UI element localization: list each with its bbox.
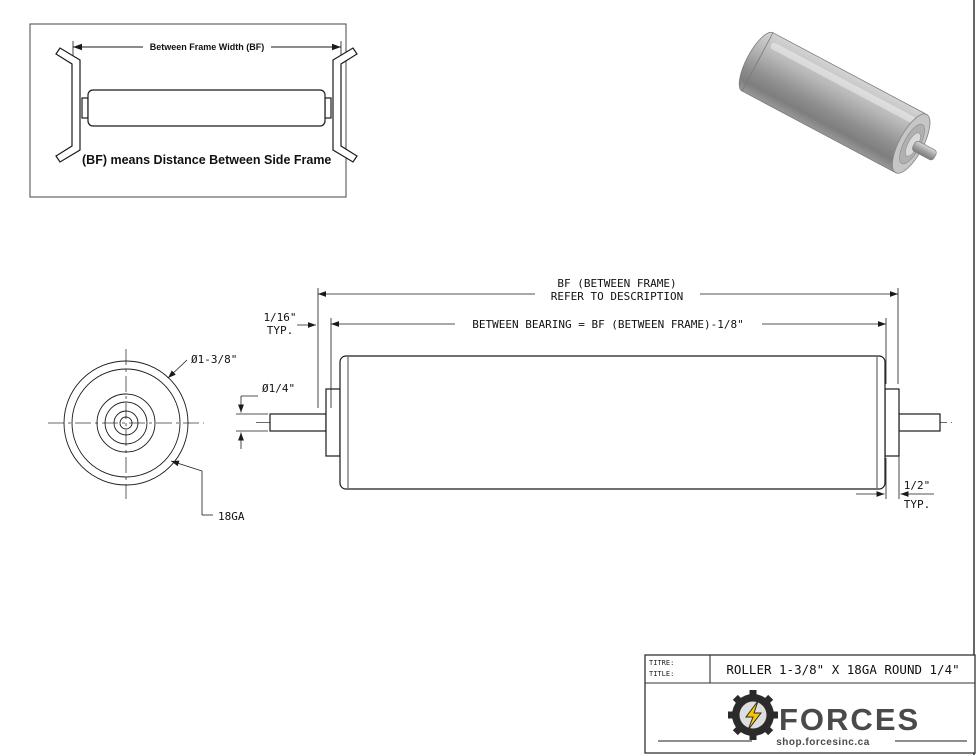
- legend-caption: (BF) means Distance Between Side Frame: [82, 153, 331, 167]
- title-block-border: [644, 654, 976, 754]
- right-bearing-cap: [884, 388, 900, 457]
- gear-icon: [728, 690, 778, 740]
- gauge-leader: [170, 460, 203, 515]
- left-shaft: [269, 413, 327, 432]
- shaft-dia-label: Ø1/4": [262, 382, 295, 395]
- end-view-bearing-housing: [96, 393, 156, 453]
- title-block: TITRE: TITLE: ROLLER 1-3/8" X 18GA ROUND…: [644, 654, 976, 754]
- end-view-shaft: [119, 416, 133, 430]
- right-side-frame: [332, 47, 358, 163]
- between-bearing-label: BETWEEN BEARING = BF (BETWEEN FRAME)-1/8…: [472, 318, 744, 331]
- legend-border: [29, 23, 347, 198]
- drawing-title: ROLLER 1-3/8" X 18GA ROUND 1/4": [726, 662, 959, 677]
- end-typ-label: TYP.: [904, 498, 931, 511]
- legend-box: Between Frame Width (BF) (BF) means Dist…: [29, 23, 358, 198]
- end-view: Ø1-3/8" 18GA: [48, 349, 245, 523]
- legend-right-bearing: [324, 97, 332, 119]
- brand-text: FORCES: [779, 702, 920, 737]
- end-view-bearing-bore: [113, 410, 139, 436]
- right-shaft: [898, 413, 941, 432]
- gauge-label: 18GA: [218, 510, 245, 523]
- website-text: shop.forcesinc.ca: [776, 737, 870, 748]
- legend-roller-body: [87, 89, 326, 127]
- legend-left-bearing: [81, 97, 89, 119]
- left-side-frame: [55, 47, 81, 163]
- lightning-bolt-icon: [745, 700, 763, 731]
- end-view-bearing-race: [104, 401, 148, 445]
- bf-label-line1: BF (BETWEEN FRAME): [557, 277, 676, 290]
- bf-label-line2: REFER TO DESCRIPTION: [551, 290, 683, 303]
- title-label: TITLE:: [649, 670, 674, 678]
- end-view-tube-id: [71, 368, 181, 478]
- titre-label: TITRE:: [649, 659, 674, 667]
- gap-dim-label: 1/16": [263, 311, 296, 324]
- legend-dim-label: Between Frame Width (BF): [150, 42, 264, 52]
- end-dim-label: 1/2": [904, 479, 931, 492]
- tube-dia-leader: [167, 359, 188, 379]
- roller-3d-shaft: [912, 141, 937, 161]
- roller-3d-highlight: [770, 42, 919, 125]
- end-view-tube-od: [63, 360, 189, 486]
- roller-3d-render: [738, 31, 937, 174]
- tube-dia-label: Ø1-3/8": [191, 353, 237, 366]
- side-view: BF (BETWEEN FRAME) REFER TO DESCRIPTION …: [236, 277, 952, 511]
- roller-tube: [339, 355, 886, 490]
- left-bearing-cap: [325, 388, 341, 457]
- gap-typ-label: TYP.: [267, 324, 294, 337]
- forces-logo: FORCES shop.forcesinc.ca: [658, 690, 967, 748]
